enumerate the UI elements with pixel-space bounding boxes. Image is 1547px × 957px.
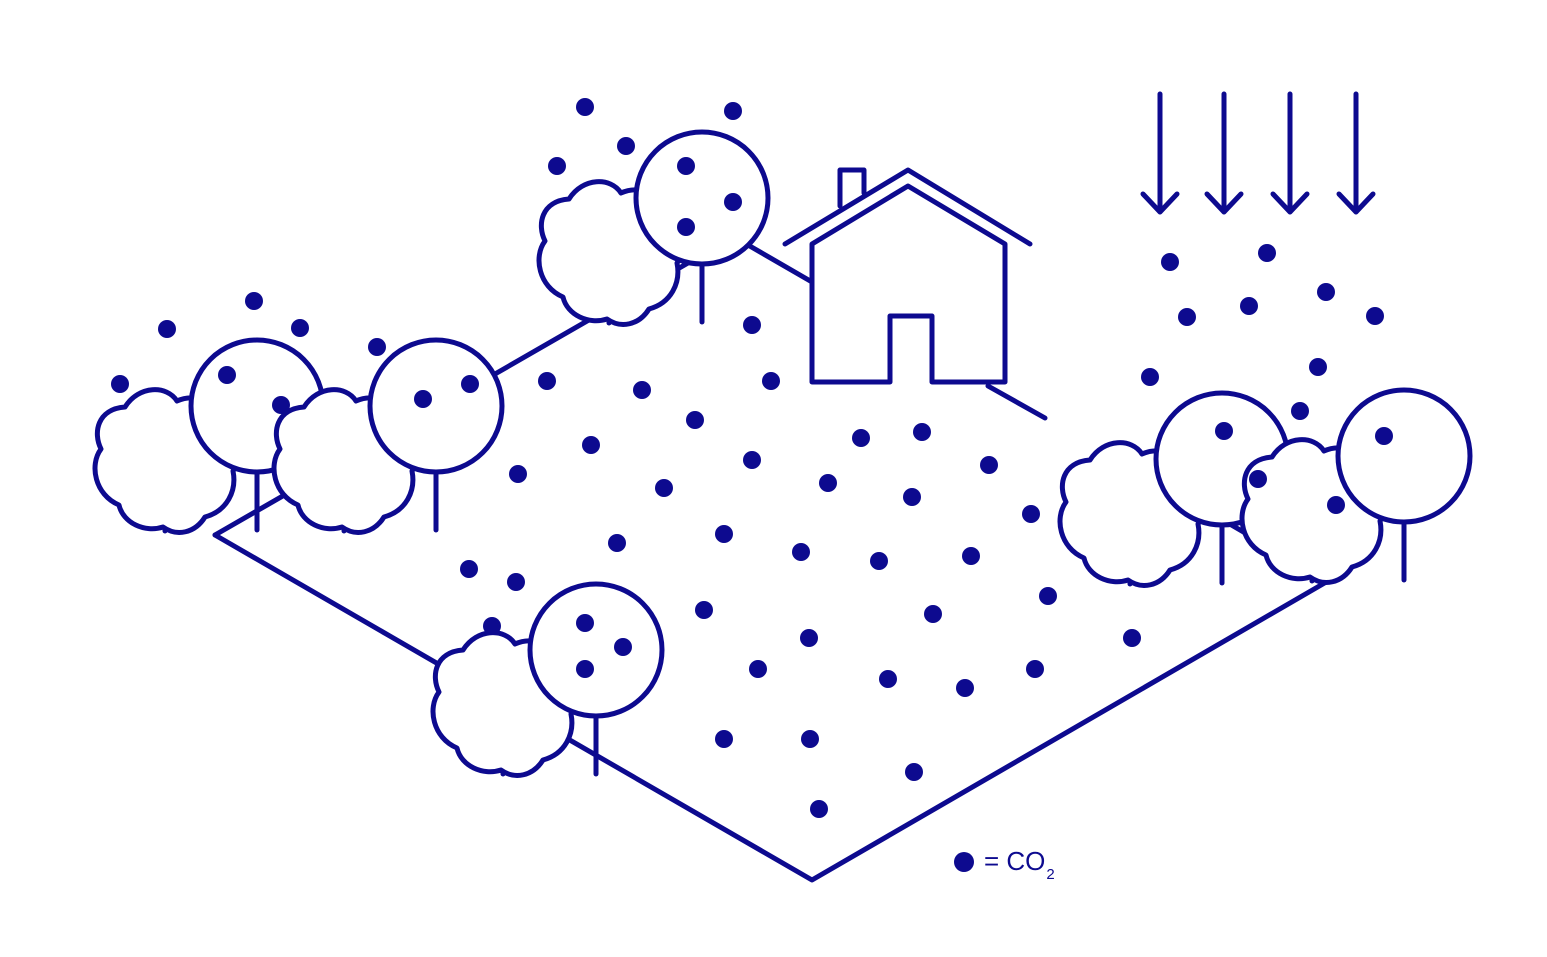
co2-dot-icon [715,525,733,543]
co2-dot-icon [576,660,594,678]
co2-dot-icon [655,479,673,497]
co2-dot-icon [1026,660,1044,678]
co2-dot-icon [715,730,733,748]
co2-dot-icon [576,614,594,632]
co2-dot-icon [870,552,888,570]
co2-dot-icon [1317,283,1335,301]
co2-dot-icon [677,218,695,236]
co2-dot-icon [368,338,386,356]
co2-dot-icon [924,605,942,623]
co2-dot-icon [1161,253,1179,271]
arrow-down-icon [1336,91,1376,215]
tree-icon [539,132,768,324]
co2-dot-icon [905,763,923,781]
arrow-down-icon [1270,91,1310,215]
co2-dot-icon [633,381,651,399]
co2-dot-icon [576,98,594,116]
co2-dot-icon [414,390,432,408]
co2-dot-icon [749,660,767,678]
co2-dot-icon [245,292,263,310]
co2-dot-icon [272,396,290,414]
co2-dot-icon [548,157,566,175]
co2-dot-icon [903,488,921,506]
co2-dot-icon [954,851,974,872]
co2-dot-icon [724,193,742,211]
co2-dot-icon [686,411,704,429]
co2-dot-icon [461,375,479,393]
co2-dot-icon [743,451,761,469]
co2-dot-icon [695,601,713,619]
co2-dot-icon [1375,427,1393,445]
co2-dot-icon [1022,505,1040,523]
co2-dot-icon [111,375,129,393]
co2-dot-icon [483,617,501,635]
co2-dot-icon [1249,470,1267,488]
co2-dot-icon [158,320,176,338]
co2-dot-icon [507,573,525,591]
co2-dot-icon [800,629,818,647]
co2-dot-icon [218,366,236,384]
co2-dot-icon [1215,422,1233,440]
co2-dot-icon [1240,297,1258,315]
co2-dot-icon [608,534,626,552]
co2-dot-icon [801,730,819,748]
house-icon [782,167,1033,385]
co2-dot-icon [743,316,761,334]
legend-label: = CO2 [984,846,1055,883]
tree-icon [433,584,662,775]
co2-dot-icon [724,102,742,120]
co2-dot-icon [538,372,556,390]
co2-dot-icon [819,474,837,492]
co2-dot-icon [614,638,632,656]
co2-dots [111,98,1393,818]
co2-dot-icon [913,423,931,441]
co2-dot-icon [792,543,810,561]
co2-dot-icon [1178,308,1196,326]
co2-dot-icon [582,436,600,454]
co2-dot-icon [509,465,527,483]
co2-dot-icon [1291,402,1309,420]
arrow-down-icon [1140,91,1180,215]
co2-dot-icon [1327,496,1345,514]
co2-dot-icon [617,137,635,155]
co2-dot-icon [852,429,870,447]
co2-dot-icon [460,560,478,578]
co2-dot-icon [762,372,780,390]
co2-dot-icon [810,800,828,818]
co2-dot-icon [1258,244,1276,262]
co2-dot-icon [291,319,309,337]
co2-dot-icon [962,547,980,565]
legend: = CO2 [954,846,1055,883]
co2-dot-icon [1141,368,1159,386]
co2-dot-icon [1123,629,1141,647]
co2-dot-icon [1366,307,1384,325]
co2-dot-icon [980,456,998,474]
co2-dot-icon [879,670,897,688]
co2-dot-icon [1309,358,1327,376]
co2-dot-icon [1039,587,1057,605]
arrow-down-icon [1204,91,1244,215]
co2-dot-icon [677,157,695,175]
co2-dot-icon [956,679,974,697]
